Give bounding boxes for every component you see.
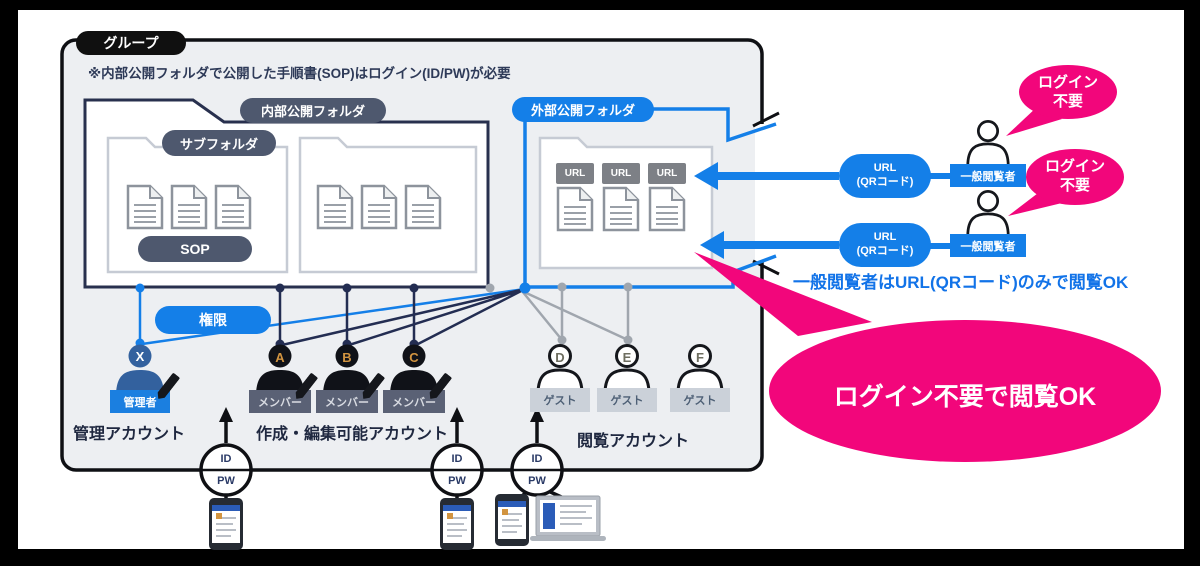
external-folder-label-pill: 外部公開フォルダ xyxy=(512,97,654,122)
big-bubble-text: ログイン不要で閲覧OK xyxy=(833,383,1097,411)
permission-pill: 権限 xyxy=(155,306,271,334)
admin-role-tag: 管理者 xyxy=(110,390,170,413)
url-tag: URL xyxy=(602,163,640,184)
person-letter-d: D xyxy=(555,349,565,365)
document-icon xyxy=(602,186,640,232)
arrow-line-1 xyxy=(716,172,839,180)
person-letter-x: X xyxy=(135,348,145,364)
laptop-icon xyxy=(530,495,606,541)
viewer-account-caption: 閲覧アカウント xyxy=(577,433,690,450)
arrow-head-1 xyxy=(694,162,718,190)
internal-folder-label: 内部公開フォルダ xyxy=(260,104,365,119)
arrow-line-2 xyxy=(722,241,839,249)
id-label: ID xyxy=(531,452,543,465)
no-login-bubbles xyxy=(1006,65,1124,216)
url-tag: URL xyxy=(648,163,686,184)
login-circles xyxy=(199,407,569,505)
big-no-login-bubble xyxy=(694,252,1161,462)
pw-label: PW xyxy=(528,474,546,487)
group-label-pill: グループ xyxy=(76,31,186,55)
url-qr-line1: URL xyxy=(873,231,897,244)
external-folder-contents xyxy=(538,136,714,270)
no-login-line2: 不要 xyxy=(1052,93,1083,110)
person-letter-c: C xyxy=(409,349,419,365)
url-qr-oval: URL (QRコード) xyxy=(839,223,931,267)
general-viewer-tag: 一般閲覧者 xyxy=(950,164,1026,187)
url-qr-oval: URL (QRコード) xyxy=(839,154,931,198)
id-label: ID xyxy=(451,452,463,465)
url-access-arrows xyxy=(694,162,952,259)
guest-role-tag: ゲスト xyxy=(530,388,590,412)
person-letter-e: E xyxy=(622,349,632,365)
internal-folder-label-pill: 内部公開フォルダ xyxy=(240,98,386,123)
group-note: ※内部公開フォルダで公開した手順書(SOP)はログイン(ID/PW)が必要 xyxy=(88,66,511,81)
document-icon xyxy=(214,184,252,230)
member-role-tag: メンバー xyxy=(383,390,445,413)
editor-account-caption: 作成・編集可能アカウント xyxy=(256,426,449,443)
viewer-access-note: 一般閲覧者はURL(QRコード)のみで閲覧OK xyxy=(793,273,1129,292)
group-border-break xyxy=(755,124,769,262)
smartphone-icon xyxy=(439,497,475,551)
member-role-tag: メンバー xyxy=(249,390,311,413)
person-letter-a: A xyxy=(275,349,285,365)
member-role-tag: メンバー xyxy=(316,390,378,413)
group-label: グループ xyxy=(103,35,159,51)
url-qr-line2: (QRコード) xyxy=(856,176,914,188)
subfolder-label: サブフォルダ xyxy=(179,136,258,152)
no-login-line1: ログイン xyxy=(1037,74,1098,92)
sop-label-pill: SOP xyxy=(138,236,252,262)
document-icon xyxy=(126,184,164,230)
device-icons xyxy=(208,493,606,551)
document-icon xyxy=(404,184,442,230)
subfolder-label-pill: サブフォルダ xyxy=(162,130,276,156)
document-icon xyxy=(316,184,354,230)
pw-label: PW xyxy=(217,474,235,487)
guest-role-tag: ゲスト xyxy=(597,388,657,412)
smartphone-icon xyxy=(208,497,244,551)
person-letter-b: B xyxy=(342,349,352,365)
guest-role-tag: ゲスト xyxy=(670,388,730,412)
hub-dot xyxy=(519,282,531,294)
permission-lines xyxy=(135,282,633,349)
no-login-bubble-text: ログイン 不要 xyxy=(1026,149,1124,205)
no-login-line2: 不要 xyxy=(1059,177,1090,194)
url-qr-line1: URL xyxy=(873,162,897,175)
external-folder-label: 外部公開フォルダ xyxy=(530,103,635,118)
no-login-bubble-text: ログイン 不要 xyxy=(1019,66,1117,120)
document-icon xyxy=(170,184,208,230)
person-letter-f: F xyxy=(696,349,704,365)
general-viewer-tag: 一般閲覧者 xyxy=(950,234,1026,257)
no-login-line1: ログイン xyxy=(1044,158,1105,176)
id-label: ID xyxy=(220,452,232,465)
url-tag: URL xyxy=(556,163,594,184)
admin-account-caption: 管理アカウント xyxy=(73,426,186,443)
smartphone-icon xyxy=(494,493,530,547)
url-qr-line2: (QRコード) xyxy=(856,245,914,257)
permission-label: 権限 xyxy=(199,312,227,328)
document-icon xyxy=(648,186,686,232)
document-icon xyxy=(556,186,594,232)
pw-label: PW xyxy=(448,474,466,487)
document-icon xyxy=(360,184,398,230)
sop-label: SOP xyxy=(180,241,210,257)
arrow-head-2 xyxy=(700,231,724,259)
